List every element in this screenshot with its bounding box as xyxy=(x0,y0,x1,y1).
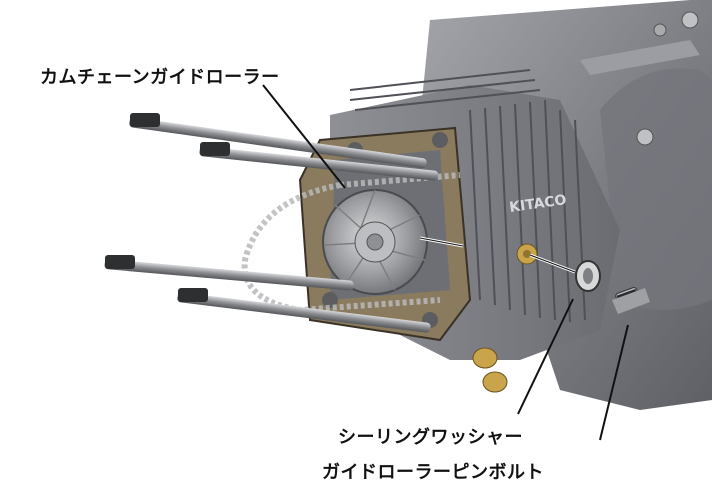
sealing-washer xyxy=(575,260,601,292)
brand-marking: KITACO xyxy=(508,192,567,216)
cam-chain xyxy=(241,172,461,314)
leader-lines xyxy=(262,84,629,441)
leader-line-bolt xyxy=(599,324,629,441)
label-cam-chain-guide-roller: カムチェーンガイドローラー xyxy=(40,67,280,88)
bolt-head-icon xyxy=(681,11,699,29)
label-guide-roller-pin-bolt: ガイドローラーピンボルト xyxy=(322,462,544,483)
brass-fittings xyxy=(472,243,538,393)
leader-line-roller xyxy=(262,84,346,189)
stud-bolts xyxy=(104,113,439,333)
label-sealing-washer: シーリングワッシャー xyxy=(338,427,523,448)
cam-chain-guide-roller xyxy=(322,189,428,295)
leader-line-washer xyxy=(517,298,574,415)
guide-roller-pin-bolt xyxy=(612,287,650,314)
bolt-head-icon xyxy=(636,128,654,146)
